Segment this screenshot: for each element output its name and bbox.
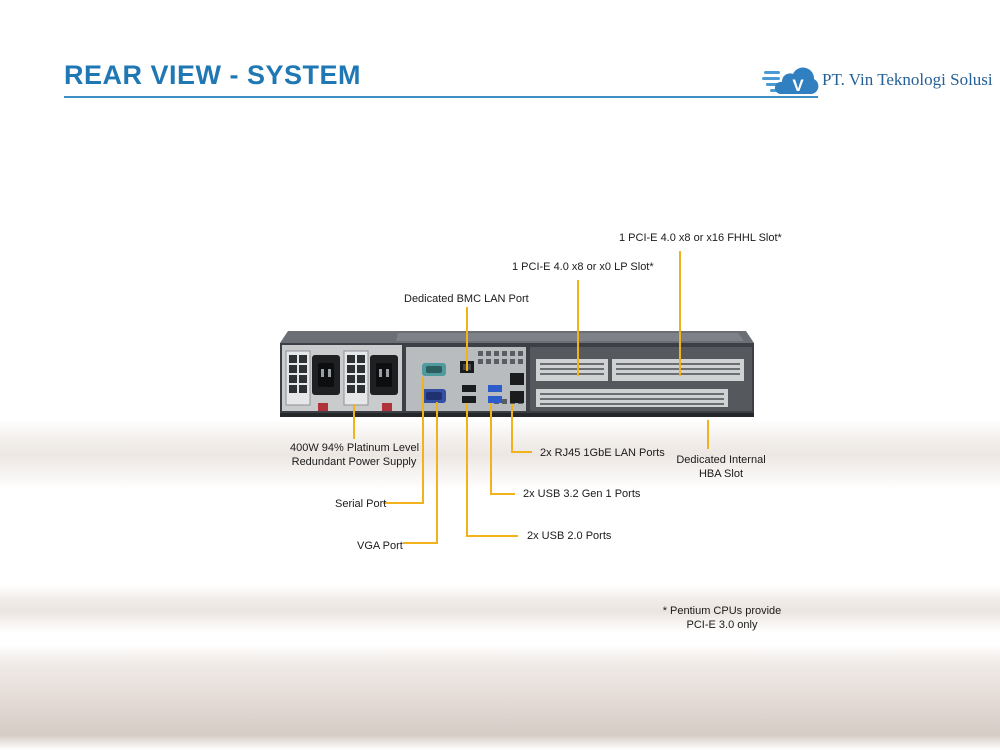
usb3-ports <box>488 385 502 403</box>
usb2-ports <box>462 385 476 403</box>
vga-port <box>422 389 446 403</box>
leader-serial <box>383 377 424 504</box>
callout-psu: 400W 94% Platinum Level Redundant Power … <box>290 441 420 469</box>
callout-serial: Serial Port <box>335 498 387 510</box>
leader-usb20 <box>466 403 518 537</box>
callout-hba-line1: Dedicated Internal <box>676 454 766 466</box>
footnote-line2: PCI-E 3.0 only <box>686 619 758 631</box>
rj45-ports <box>510 373 524 403</box>
callout-bmc-lan: Dedicated BMC LAN Port <box>404 293 529 305</box>
hba-slot <box>536 389 728 407</box>
brand-logo-letter: V <box>792 76 804 95</box>
pcie-lp-slot <box>536 359 608 381</box>
title-underline <box>64 96 818 98</box>
brand-name: PT. Vin Teknologi Solusi <box>822 70 993 89</box>
pcie-fhhl-slot <box>612 359 744 381</box>
serial-port <box>422 363 446 376</box>
cloud-logo-icon: V <box>762 67 819 95</box>
callout-hba-line2: HBA Slot <box>698 468 744 480</box>
power-supply-1 <box>285 350 340 411</box>
callout-pcie-fhhl: 1 PCI-E 4.0 x8 or x16 FHHL Slot* <box>619 232 782 244</box>
page-title: REAR VIEW - SYSTEM <box>64 60 362 90</box>
callout-usb20: 2x USB 2.0 Ports <box>527 530 612 542</box>
callout-pcie-lp: 1 PCI-E 4.0 x8 or x0 LP Slot* <box>512 261 654 273</box>
leader-rj45 <box>511 404 532 453</box>
leader-usb32 <box>490 403 515 495</box>
footnote-line1: * Pentium CPUs provide <box>662 605 782 617</box>
callout-vga: VGA Port <box>357 540 403 552</box>
callout-psu-line1: 400W 94% Platinum Level <box>290 442 420 454</box>
power-supply-2 <box>343 350 398 411</box>
callout-hba: Dedicated Internal HBA Slot <box>675 453 767 481</box>
leader-vga <box>403 402 438 544</box>
brand: V PT. Vin Teknologi Solusi <box>762 62 993 98</box>
server-rear-image <box>278 329 758 426</box>
callout-psu-line2: Redundant Power Supply <box>291 456 417 468</box>
callout-usb32: 2x USB 3.2 Gen 1 Ports <box>523 488 641 500</box>
footnote: * Pentium CPUs provide PCI-E 3.0 only <box>660 604 784 632</box>
callout-rj45: 2x RJ45 1GbE LAN Ports <box>540 447 665 459</box>
